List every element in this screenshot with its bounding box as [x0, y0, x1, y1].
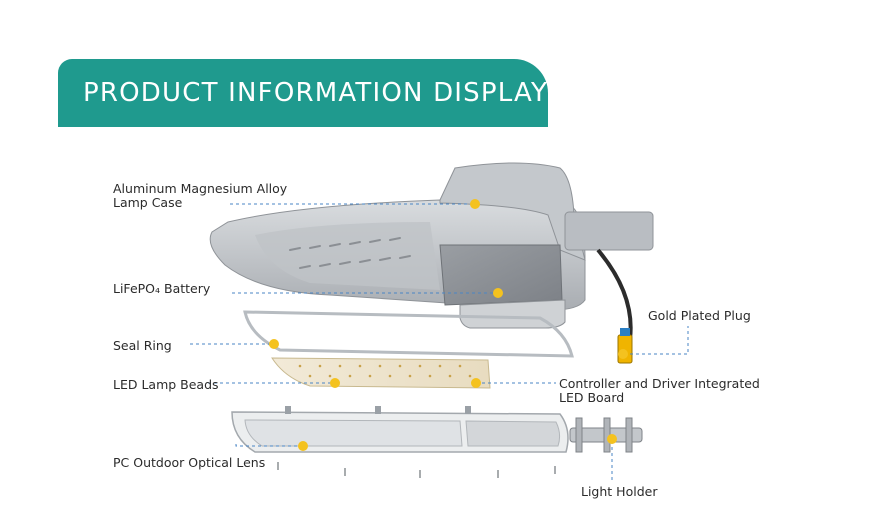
lamp-case-shape	[209, 162, 654, 329]
label-optical-lens: PC Outdoor Optical Lens	[113, 455, 266, 470]
led-board-shape	[271, 357, 491, 389]
seal-ring-shape	[243, 310, 574, 358]
marker-dots	[269, 199, 628, 451]
gold-plug-shape	[617, 334, 633, 364]
marker-seal-ring	[269, 339, 279, 349]
plug-collar-shape	[620, 328, 630, 336]
marker-optical-lens	[298, 441, 308, 451]
marker-controller	[471, 378, 481, 388]
title-banner: PRODUCT INFORMATION DISPLAY	[58, 59, 548, 127]
light-holder-shape	[569, 417, 643, 453]
label-controller-line1: Controller and Driver Integrated	[559, 376, 760, 391]
label-light-holder: Light Holder	[581, 484, 658, 499]
label-gold-plug: Gold Plated Plug	[648, 308, 751, 323]
label-lamp-case-line2: Lamp Case	[113, 195, 183, 210]
marker-light-holder	[607, 434, 617, 444]
page-title: PRODUCT INFORMATION DISPLAY	[83, 78, 549, 108]
optical-lens-shape	[231, 406, 569, 478]
label-battery: LiFePO₄ Battery	[113, 281, 211, 296]
marker-lamp-case	[470, 199, 480, 209]
label-seal-ring: Seal Ring	[113, 338, 172, 353]
label-lamp-case-line1: Aluminum Magnesium Alloy	[113, 181, 288, 196]
leader-lines	[190, 203, 689, 480]
label-controller-line2: LED Board	[559, 390, 625, 405]
marker-led-beads	[330, 378, 340, 388]
marker-battery	[493, 288, 503, 298]
marker-gold-plug	[618, 349, 628, 359]
label-led-beads: LED Lamp Beads	[113, 377, 219, 392]
